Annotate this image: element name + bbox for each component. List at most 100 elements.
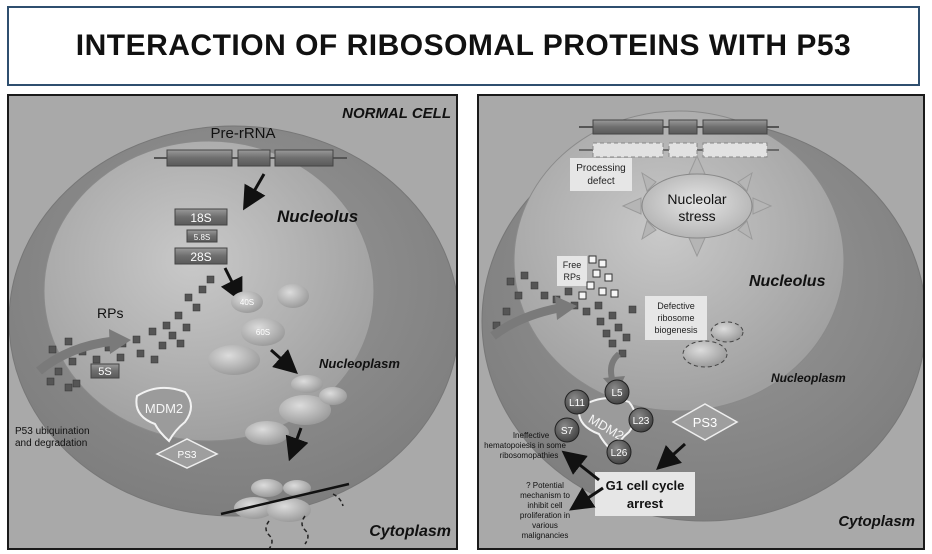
- g1-arrest-line2: arrest: [627, 496, 664, 511]
- g1-arrest-box: [595, 472, 695, 516]
- defective-subunit: [710, 321, 744, 343]
- nucleoplasm-label: Nucleoplasm: [319, 356, 400, 371]
- subunit-40s-copy: [277, 284, 309, 308]
- rp-l11: [564, 389, 590, 415]
- defective-subunit: [682, 340, 728, 368]
- p53-diamond: [671, 403, 739, 441]
- down-arrow-icon: [285, 427, 309, 462]
- rp-squares: [46, 275, 215, 392]
- rp-square: [608, 339, 617, 348]
- rp-square: [48, 345, 57, 354]
- arrow-to-potential: [569, 486, 604, 511]
- mrna-strand: [220, 482, 350, 516]
- page-title: INTERACTION OF RIBOSOMAL PROTEINS WITH P…: [75, 29, 852, 62]
- rp-square: [68, 357, 77, 366]
- normal-cell-label: NORMAL CELL: [342, 105, 451, 122]
- arrow-to-ineffective: [561, 450, 600, 482]
- down-arrow-icon: [656, 442, 687, 471]
- rp-square: [176, 339, 185, 348]
- subunit: [245, 421, 289, 445]
- rp-l26: [606, 439, 632, 465]
- rp-s7: [554, 417, 580, 443]
- burst-ray: [641, 220, 657, 241]
- rp-square: [198, 285, 207, 294]
- rp-square: [54, 367, 63, 376]
- rp-square: [622, 333, 631, 342]
- subunit-60s-label: 60S: [256, 328, 270, 337]
- defective-line2: ribosome: [657, 313, 694, 323]
- rp-l5: [604, 379, 630, 405]
- rp-square: [148, 327, 157, 336]
- potential-line4: proliferation in: [520, 511, 570, 520]
- free-rp-square: [604, 273, 613, 282]
- ribosome: [267, 498, 311, 522]
- free-rps-line2: RPs: [563, 272, 581, 282]
- rp-square: [116, 353, 125, 362]
- rp-square: [64, 337, 73, 346]
- defective-line3: biogenesis: [654, 325, 698, 335]
- burst-ray: [737, 220, 753, 241]
- rp-s7-label: S7: [561, 426, 574, 437]
- rp-square: [150, 355, 159, 364]
- free-rp-square: [598, 259, 607, 268]
- free-rp-square: [610, 289, 619, 298]
- rrna-28s-label: 28S: [190, 250, 211, 264]
- nascent-chain: [301, 515, 309, 545]
- down-arrow-icon: [270, 348, 298, 374]
- cytoplasm-label: Cytoplasm: [838, 513, 915, 530]
- rp-square: [64, 383, 73, 392]
- rrna-18s-bar: [174, 208, 228, 226]
- free-rp-square: [578, 291, 587, 300]
- burst-ray: [641, 171, 657, 192]
- p53-note-line1: P53 ubiquination: [15, 426, 90, 437]
- normal-cell-diagram: NORMAL CELL Pre-rRNA 18S 5.8S 28S Nucleo…: [9, 105, 456, 548]
- rps-label: RPs: [97, 305, 123, 321]
- p53-diamond: [155, 438, 219, 469]
- pre-rrna-segment: [237, 149, 271, 167]
- rp-l23: [628, 407, 654, 433]
- nucleoplasm-label: Nucleoplasm: [771, 371, 846, 385]
- title-box: INTERACTION OF RIBOSOMAL PROTEINS WITH P…: [7, 6, 920, 86]
- processing-defect-line1: Processing: [576, 163, 625, 174]
- pre-rrna-segment: [702, 119, 768, 135]
- down-arrow-icon: [220, 267, 243, 303]
- nucleolar-stress-sun: [641, 173, 753, 239]
- subunit: [279, 395, 331, 425]
- rrna-18s-label: 18S: [190, 211, 211, 225]
- burst-ray: [752, 197, 773, 215]
- processing-defect-line2: defect: [587, 176, 614, 187]
- rp-square: [618, 349, 627, 358]
- rp-square: [192, 303, 201, 312]
- defective-rrna-segment: [592, 142, 664, 158]
- nascent-chain: [265, 520, 273, 548]
- defective-line1: Defective: [657, 301, 695, 311]
- down-arrow-icon: [243, 173, 266, 211]
- free-rp-square: [598, 287, 607, 296]
- subunit-60s: [241, 318, 285, 346]
- ineffective-line3: ribosomopathies: [500, 451, 559, 460]
- potential-line6: malignancies: [522, 531, 569, 540]
- rp-square: [514, 291, 523, 300]
- nucleolus-label: Nucleolus: [277, 207, 358, 226]
- rp-l23-label: L23: [633, 416, 650, 427]
- rp-square: [168, 331, 177, 340]
- curved-arrow-icon: [36, 336, 115, 375]
- free-rps-line1: Free: [563, 260, 582, 270]
- free-rp-square: [586, 281, 595, 290]
- rp-square: [582, 307, 591, 316]
- rp-square: [608, 311, 617, 320]
- potential-line3: inhibit cell: [527, 501, 562, 510]
- defective-rrna-segment: [702, 142, 768, 158]
- stress-cell-diagram: Processing defect Nucleolar stress Free …: [481, 110, 923, 540]
- subunit: [319, 387, 347, 405]
- rp-square: [530, 281, 539, 290]
- curved-arrow-icon: [490, 303, 560, 340]
- rp-l26-label: L26: [611, 448, 628, 459]
- rp-square: [540, 291, 549, 300]
- defective-biogenesis-box: [645, 296, 707, 340]
- rp-square: [614, 323, 623, 332]
- arrow-head: [109, 329, 131, 354]
- rp-square: [182, 323, 191, 332]
- rrna-58s-label: 5.8S: [194, 233, 210, 242]
- rp-square: [602, 329, 611, 338]
